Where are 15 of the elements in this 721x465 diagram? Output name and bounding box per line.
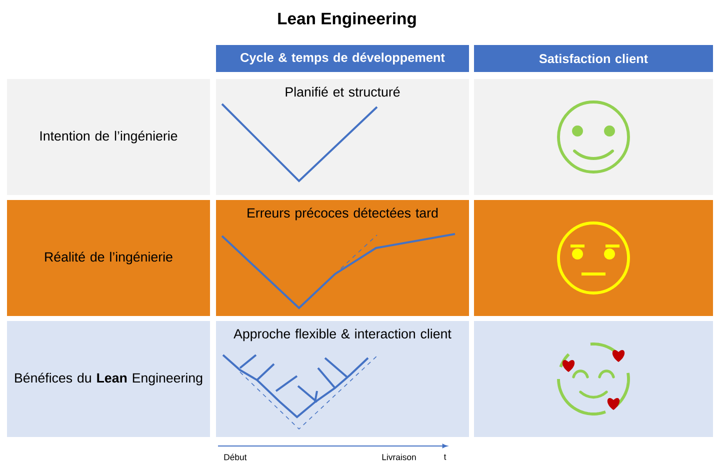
icon-panel (474, 200, 713, 316)
row-header: Intention de l’ingénierie (7, 79, 210, 195)
diagram-panel: Planifié et structuré (216, 79, 469, 195)
column-header: Satisfaction client (474, 45, 713, 72)
icon-panel (474, 321, 713, 437)
axis-label: t (444, 454, 446, 460)
diagram-panel: Erreurs précoces détectées tard (216, 200, 469, 316)
title: Lean Engineering (278, 12, 416, 28)
axis-label: Début (224, 454, 247, 460)
row-header: Bénéfices du Lean Engineering (7, 321, 210, 437)
row-header: Réalité de l’ingénierie (7, 200, 210, 316)
column-header: Cycle & temps de développement (216, 45, 469, 72)
diagram-panel: Approche flexible & interaction client (216, 321, 469, 437)
axis-label: Livraison (382, 454, 416, 460)
icon-panel (474, 79, 713, 195)
